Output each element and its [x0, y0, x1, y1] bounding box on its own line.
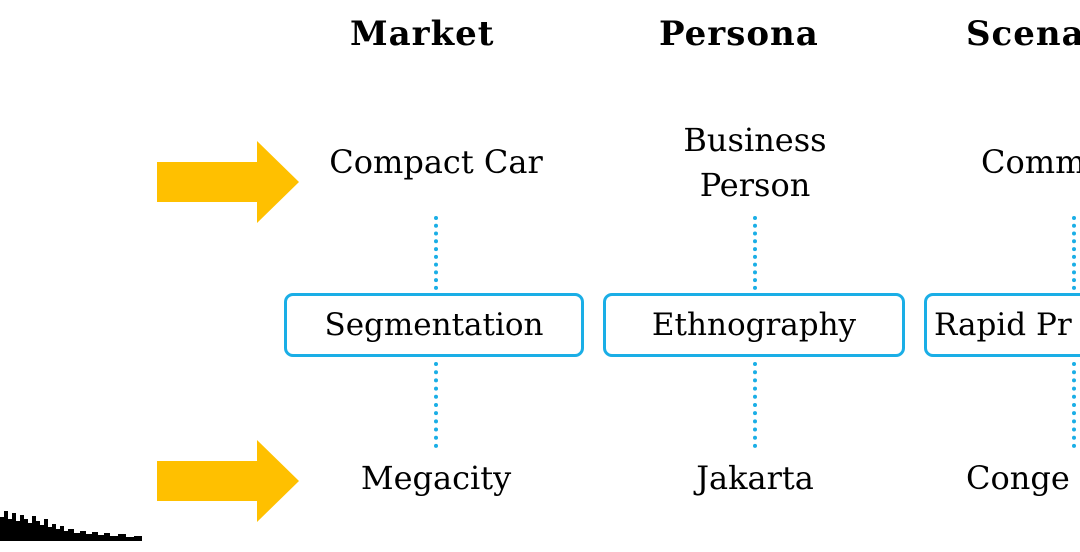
method-box-scenario: Rapid Pr	[924, 293, 1080, 357]
connector-line	[753, 216, 757, 290]
column-header-persona: Persona	[659, 14, 819, 54]
connector-line	[1072, 362, 1076, 448]
top-item-line: Comm	[981, 143, 1080, 181]
bottom-item-scenario: Conge	[966, 459, 1070, 497]
bottom-item-market: Megacity	[360, 459, 512, 497]
method-label: Ethnography	[651, 307, 857, 343]
top-item-scenario: Comm	[981, 140, 1080, 185]
column-header-market: Market	[350, 14, 495, 54]
top-item-line: Business	[683, 121, 827, 159]
bottom-item-persona: Jakarta	[696, 459, 814, 497]
top-item-line: Compact Car	[329, 143, 543, 181]
connector-line	[434, 362, 438, 448]
right-arrow-icon	[157, 440, 299, 522]
column-header-scenario: Scena	[966, 14, 1080, 54]
right-arrow-icon	[157, 141, 299, 223]
method-box-persona: Ethnography	[603, 293, 905, 357]
connector-line	[434, 216, 438, 290]
top-item-persona: Business Person	[606, 118, 904, 208]
method-label: Segmentation	[324, 307, 544, 343]
method-label: Rapid Pr	[934, 307, 1072, 343]
city-skyline-icon	[0, 511, 142, 541]
connector-line	[1072, 216, 1076, 290]
top-item-line: Person	[699, 166, 811, 204]
top-item-market: Compact Car	[290, 140, 582, 185]
method-box-market: Segmentation	[284, 293, 584, 357]
connector-line	[753, 362, 757, 448]
